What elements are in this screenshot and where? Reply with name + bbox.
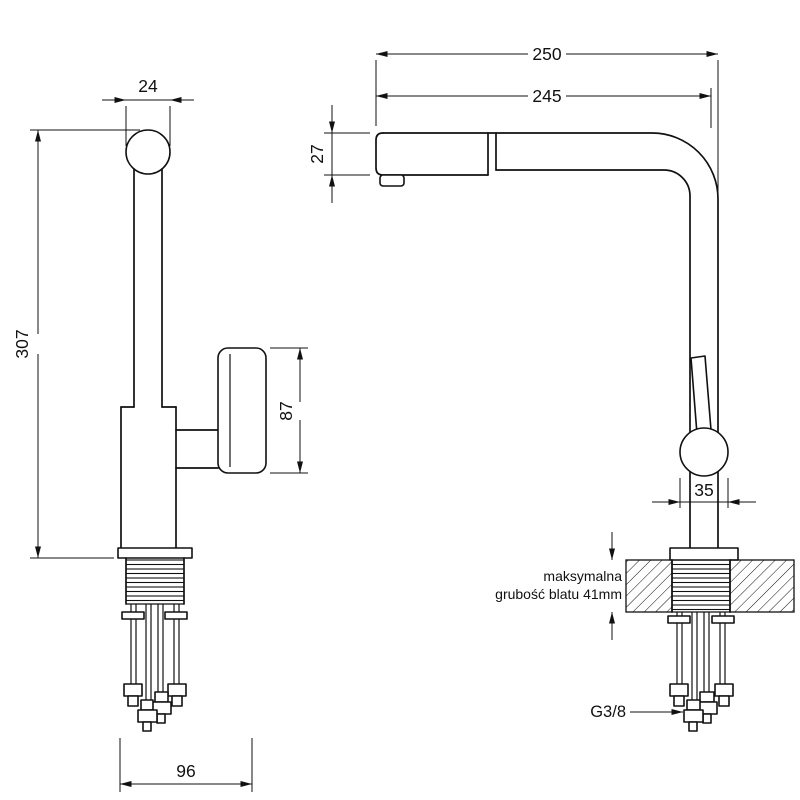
wing-nut-right (167, 683, 187, 697)
wing-nut-left (123, 683, 143, 697)
spout-profile-inner (495, 169, 691, 549)
hose-fitting-g38 (686, 699, 701, 711)
handle-lever (690, 355, 712, 435)
faucet-cap-circle (125, 129, 171, 175)
thread-size-label: G3/8 (590, 703, 626, 721)
dim-label-307: 307 (12, 329, 32, 358)
front-view: 24 307 87 96 (12, 76, 308, 792)
dim-label-24: 24 (138, 76, 158, 96)
dim-label-35: 35 (694, 480, 713, 500)
dimension-total-height: 307 (12, 129, 140, 559)
dimension-spout-thickness: 27 (307, 105, 370, 203)
wing-nut-left (669, 683, 689, 697)
dimension-base-depth: 96 (119, 738, 253, 792)
dimension-spout-drop: 87 (270, 347, 308, 474)
hose-fitting (154, 691, 169, 703)
countertop-thickness-annotation: maksymalna grubość blatu 41mm (495, 532, 622, 640)
dim-label-250: 250 (532, 44, 561, 64)
dimension-spout-reach: 245 (376, 86, 712, 128)
dim-label-27: 27 (307, 144, 327, 163)
mounting-hardware-side (667, 612, 735, 732)
dim-label-96: 96 (176, 761, 195, 781)
aerator (379, 174, 405, 187)
hose-fitting (699, 691, 715, 703)
dimension-spout-width: 24 (102, 76, 194, 146)
spout-head (375, 132, 489, 176)
countertop-note-line2: grubość blatu 41mm (495, 586, 622, 602)
faucet-column (120, 168, 219, 549)
base-flange-side (669, 547, 739, 561)
mounting-hardware-front (121, 604, 188, 732)
hose-fitting (140, 699, 154, 711)
dim-label-245: 245 (532, 86, 561, 106)
countertop-hatch (625, 559, 795, 613)
countertop-note-line1: maksymalna (543, 568, 622, 584)
handle-ball (679, 427, 729, 477)
side-view: 250 245 27 35 (307, 44, 795, 732)
wing-nut-right (714, 683, 734, 697)
thread-shank-side (671, 559, 731, 613)
base-flange-front (117, 547, 193, 559)
spout-profile-outer (382, 132, 719, 549)
thread-shank-front (125, 557, 185, 605)
dimension-handle-width: 35 (652, 478, 756, 508)
spout-front-face (217, 347, 267, 474)
thread-size-annotation: G3/8 (590, 703, 683, 721)
dim-label-87: 87 (276, 401, 296, 420)
dimension-total-depth: 250 (375, 44, 719, 192)
